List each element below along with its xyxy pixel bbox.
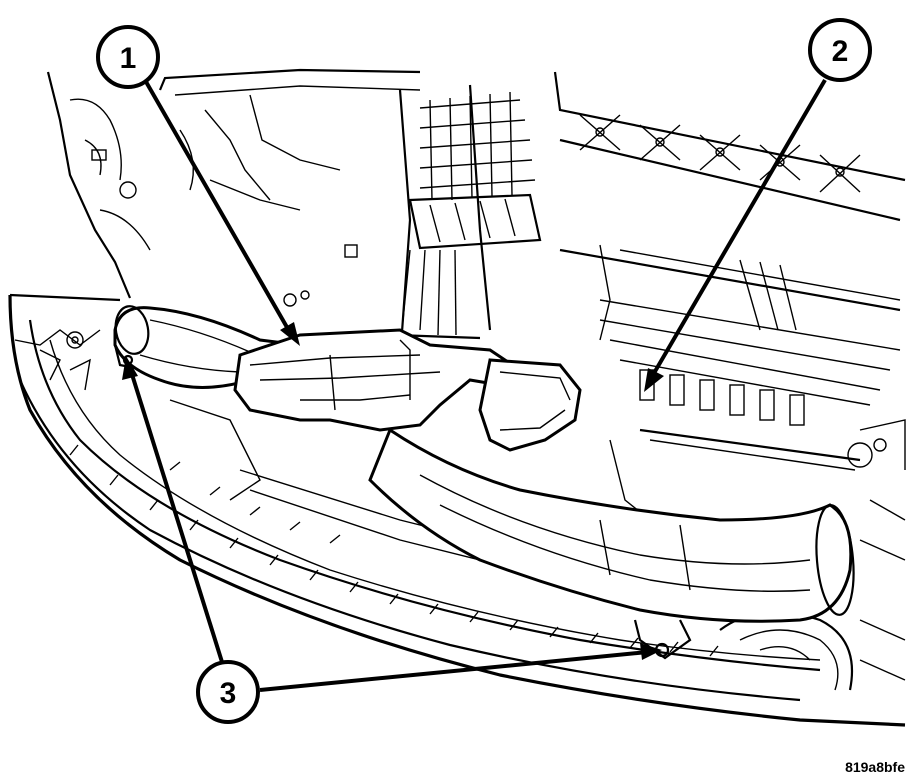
- leader-line-3b: [259, 650, 649, 692]
- arrowhead-1: [280, 322, 300, 346]
- callout-3-label: 3: [220, 677, 237, 710]
- arrowhead-2: [644, 368, 664, 392]
- callout-3: 3: [196, 660, 260, 724]
- callout-2: 2: [808, 18, 872, 82]
- leader-line-1: [143, 79, 294, 337]
- leader-lines: [122, 78, 827, 692]
- arrowhead-3b: [640, 643, 662, 660]
- air-duct: [113, 305, 855, 660]
- arrowhead-3a: [122, 356, 138, 380]
- leader-line-3a: [128, 367, 224, 663]
- figure-id: 819a8bfe: [845, 759, 905, 775]
- leader-line-2: [648, 78, 827, 382]
- callout-1-label: 1: [120, 42, 137, 75]
- callout-2-label: 2: [832, 35, 849, 68]
- callout-1: 1: [96, 25, 160, 89]
